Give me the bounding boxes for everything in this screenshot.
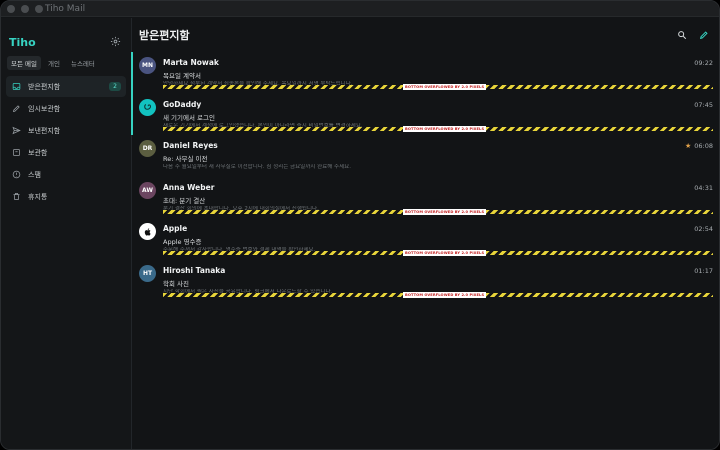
filter-newsletter[interactable]: 뉴스레터 <box>70 60 95 68</box>
email-time: ★06:08 <box>685 142 713 150</box>
archive-icon <box>12 149 20 156</box>
avatar: MN <box>139 57 156 74</box>
overflow-warning-label: BOTTOM OVERFLOWED BY 2.0 PIXELS <box>403 84 487 90</box>
email-sender: Hiroshi Tanaka <box>163 265 226 275</box>
overflow-warning-label: BOTTOM OVERFLOWED BY 2.0 PIXELS <box>403 291 487 298</box>
email-subject: Apple 영수증 <box>163 238 202 246</box>
sidebar-item-trash[interactable]: 휴지통 <box>6 186 126 207</box>
email-snippet: 안녕하세요 첨부된 계약서 최종본을 확인해 주세요. 목요일까지 서명 부탁드… <box>163 81 353 87</box>
compose-button[interactable] <box>697 28 711 42</box>
unread-count-badge: 2 <box>109 82 121 91</box>
window-controls <box>7 4 43 13</box>
avatar: AW <box>139 181 156 199</box>
sidebar-item-label: 보낸편지함 <box>28 126 61 135</box>
apple-logo-icon <box>139 223 156 240</box>
email-subject: 초대: 분기 결산 <box>163 196 206 205</box>
pencil-icon <box>12 105 20 113</box>
sidebar: Tiho 모든 메일 개인 뉴스레터 받은편지함 2 임시보관함 <box>1 18 132 449</box>
email-row[interactable]: GoDaddy 새 기기에서 로그인 07:45 새로운 기기에서 계정에 로그… <box>131 93 719 136</box>
window-title: Tiho Mail <box>45 4 86 14</box>
minimize-window-button[interactable] <box>21 4 29 13</box>
search-button[interactable] <box>675 28 689 42</box>
email-sender: Apple <box>163 224 188 233</box>
email-sender: Daniel Reyes <box>163 141 218 150</box>
send-icon <box>11 126 21 135</box>
email-time-text: 01:17 <box>694 266 713 275</box>
filter-all-mail[interactable]: 모든 메일 <box>7 56 41 70</box>
sidebar-item-label: 보관함 <box>28 148 48 157</box>
title-bar: Tiho Mail <box>1 1 719 17</box>
brand-row: Tiho <box>1 18 131 54</box>
close-window-button[interactable] <box>7 4 15 13</box>
email-snippet: 주문해 주셔서 감사합니다. 영수증 번호와 결제 내역을 확인하세요. <box>163 247 316 253</box>
avatar: DR <box>139 140 156 157</box>
email-row[interactable]: DR Daniel Reyes Re: 사무실 이전 ★06:08 다음 주 월… <box>133 135 719 177</box>
filter-personal[interactable]: 개인 <box>48 60 60 68</box>
email-row[interactable]: MN Marta Nowak 목요일 계약서 09:22 안녕하세요 첨부된 계… <box>131 52 719 94</box>
email-time-text: 02:54 <box>694 225 713 233</box>
email-snippet: 다음 주 월요일부터 새 사무실로 이전합니다. 짐 정리는 금요일까지 완료해… <box>163 164 351 170</box>
email-time-text: 09:22 <box>694 59 713 67</box>
star-icon[interactable]: ★ <box>684 142 692 150</box>
email-time: 02:54 <box>694 225 713 233</box>
sidebar-item-label: 휴지통 <box>28 192 48 201</box>
gear-icon <box>110 36 120 47</box>
trash-icon <box>13 193 19 200</box>
email-snippet: 분기 결산 회의에 초대합니다. 오후 2시에 대회의실에서 진행됩니다. <box>163 205 319 212</box>
overflow-warning-label: BOTTOM OVERFLOWED BY 2.0 PIXELS <box>403 250 487 256</box>
pencil-icon <box>699 31 708 40</box>
inbox-icon <box>12 83 20 90</box>
email-sender: Anna Weber <box>163 182 215 192</box>
email-time: 01:17 <box>694 267 713 275</box>
sidebar-item-inbox[interactable]: 받은편지함 2 <box>6 76 126 97</box>
email-time-text: 07:45 <box>694 100 713 109</box>
email-subject: 새 기기에서 로그인 <box>163 113 215 122</box>
mail-filter-tabs: 모든 메일 개인 뉴스레터 <box>1 56 131 70</box>
email-time-text: 06:08 <box>694 142 713 150</box>
email-list: MN Marta Nowak 목요일 계약서 09:22 안녕하세요 첨부된 계… <box>131 52 719 302</box>
email-subject: 목요일 계약서 <box>163 72 201 80</box>
search-icon <box>678 31 687 40</box>
avatar: HT <box>139 264 156 282</box>
sidebar-item-label: 받은편지함 <box>28 82 61 91</box>
email-time-text: 04:31 <box>694 183 713 192</box>
email-row[interactable]: Apple Apple 영수증 02:54 주문해 주셔서 감사합니다. 영수증… <box>133 218 719 260</box>
sidebar-item-label: 임시보관함 <box>28 104 61 113</box>
sidebar-item-sent[interactable]: 보낸편지함 <box>6 120 126 141</box>
sidebar-item-label: 스팸 <box>28 170 41 179</box>
page-title: 받은편지함 <box>139 29 190 42</box>
overflow-warning-label: BOTTOM OVERFLOWED BY 2.0 PIXELS <box>403 125 487 132</box>
email-time: 09:22 <box>694 59 713 67</box>
settings-button[interactable] <box>109 36 121 48</box>
email-snippet: 새로운 기기에서 계정에 로그인했습니다. 본인이 아니라면 즉시 비밀번호를 … <box>163 122 363 129</box>
email-sender: Marta Nowak <box>163 58 219 67</box>
email-subject: Re: 사무실 이전 <box>163 155 208 163</box>
email-row[interactable]: HT Hiroshi Tanaka 학회 사진 01:17 지난 학회에서 찍은… <box>133 260 719 302</box>
list-header: 받은편지함 <box>133 18 719 52</box>
sidebar-item-spam[interactable]: 스팸 <box>6 164 126 185</box>
email-time: 07:45 <box>694 101 713 109</box>
message-list-pane: 받은편지함 MN Marta Nowak 목요일 계약서 09:22 안녕하세요… <box>131 18 719 449</box>
email-subject: 학회 사진 <box>163 279 189 288</box>
sidebar-item-drafts[interactable]: 임시보관함 <box>6 98 126 119</box>
alert-icon <box>12 170 20 179</box>
email-row[interactable]: AW Anna Weber 초대: 분기 결산 04:31 분기 결산 회의에 … <box>133 177 719 219</box>
app-brand: Tiho <box>9 35 36 49</box>
email-sender: GoDaddy <box>163 99 202 109</box>
folder-nav: 받은편지함 2 임시보관함 보낸편지함 보관함 스팸 휴지통 <box>1 76 131 207</box>
sidebar-item-archive[interactable]: 보관함 <box>6 142 126 163</box>
email-time: 04:31 <box>694 184 713 192</box>
zoom-window-button[interactable] <box>35 4 43 13</box>
email-snippet: 지난 학회에서 찍은 사진을 공유합니다. 링크에서 다운로드할 수 있습니다. <box>163 288 333 295</box>
godaddy-logo-icon <box>139 98 156 116</box>
overflow-warning-label: BOTTOM OVERFLOWED BY 2.0 PIXELS <box>403 208 487 215</box>
